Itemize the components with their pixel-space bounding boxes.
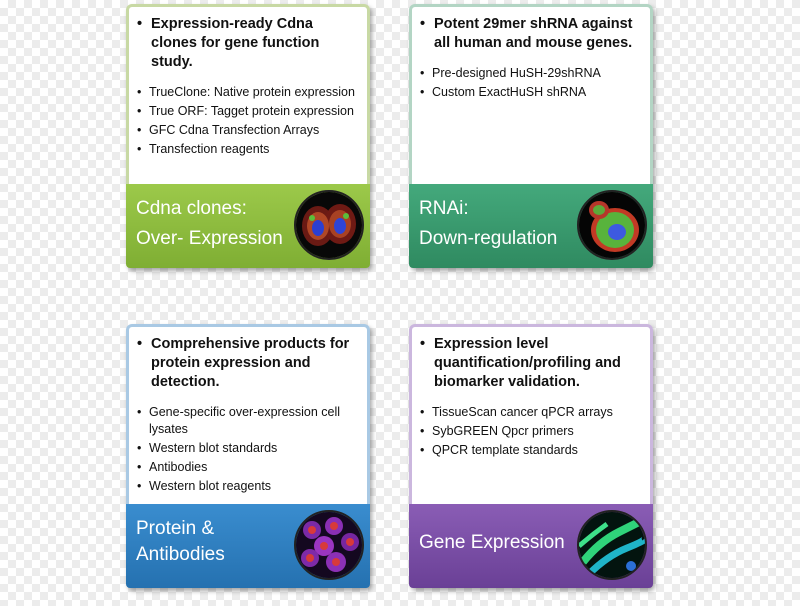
bullet-item: Western blot reagents <box>137 478 359 495</box>
category-band: Cdna clones: Over- Expression <box>126 184 370 268</box>
cell-micrograph-icon <box>577 190 647 260</box>
band-title-line2: Down-regulation <box>419 228 558 249</box>
band-title-line1: Gene Expression <box>419 532 565 553</box>
bullet-item: Custom ExactHuSH shRNA <box>420 84 642 101</box>
bullet-item: TrueClone: Native protein expression <box>137 84 359 101</box>
cell-micrograph-icon <box>577 510 647 580</box>
bullet-item: True ORF: Tagget protein expression <box>137 103 359 120</box>
bullet-item: GFC Cdna Transfection Arrays <box>137 122 359 139</box>
cell-micrograph-icon <box>294 510 364 580</box>
card-cdna-clones: Expression-ready Cdna clones for gene fu… <box>126 4 370 268</box>
category-band: Gene Expression <box>409 504 653 588</box>
band-title-line1: Cdna clones: <box>136 198 247 219</box>
category-band: RNAi: Down-regulation <box>409 184 653 268</box>
band-title-line1: RNAi: <box>419 198 469 219</box>
card-text-panel: Expression-ready Cdna clones for gene fu… <box>126 4 370 186</box>
category-band: Protein & Antibodies <box>126 504 370 588</box>
card-headline: Expression level quantification/profilin… <box>420 335 642 392</box>
bullet-item: Antibodies <box>137 459 359 476</box>
card-protein-antibodies: Comprehensive products for protein expre… <box>126 324 370 588</box>
bullet-item: Western blot standards <box>137 440 359 457</box>
cell-micrograph-icon <box>294 190 364 260</box>
card-rnai: Potent 29mer shRNA against all human and… <box>409 4 653 268</box>
bullet-item: QPCR template standards <box>420 442 642 459</box>
card-text-panel: Potent 29mer shRNA against all human and… <box>409 4 653 186</box>
bullet-item: TissueScan cancer qPCR arrays <box>420 404 642 421</box>
card-gene-expression: Expression level quantification/profilin… <box>409 324 653 588</box>
band-title-line1: Protein & <box>136 518 215 539</box>
bullet-item: SybGREEN Qpcr primers <box>420 423 642 440</box>
card-headline: Potent 29mer shRNA against all human and… <box>420 15 642 53</box>
card-text-panel: Expression level quantification/profilin… <box>409 324 653 506</box>
card-text-panel: Comprehensive products for protein expre… <box>126 324 370 506</box>
band-title-line2: Over- Expression <box>136 228 283 249</box>
card-headline: Comprehensive products for protein expre… <box>137 335 359 392</box>
bullet-item: Gene-specific over-expression cell lysat… <box>137 404 359 438</box>
bullet-item: Pre-designed HuSH-29shRNA <box>420 65 642 82</box>
band-title-line2: Antibodies <box>136 544 225 565</box>
card-headline: Expression-ready Cdna clones for gene fu… <box>137 15 359 72</box>
bullet-item: Transfection reagents <box>137 141 359 158</box>
